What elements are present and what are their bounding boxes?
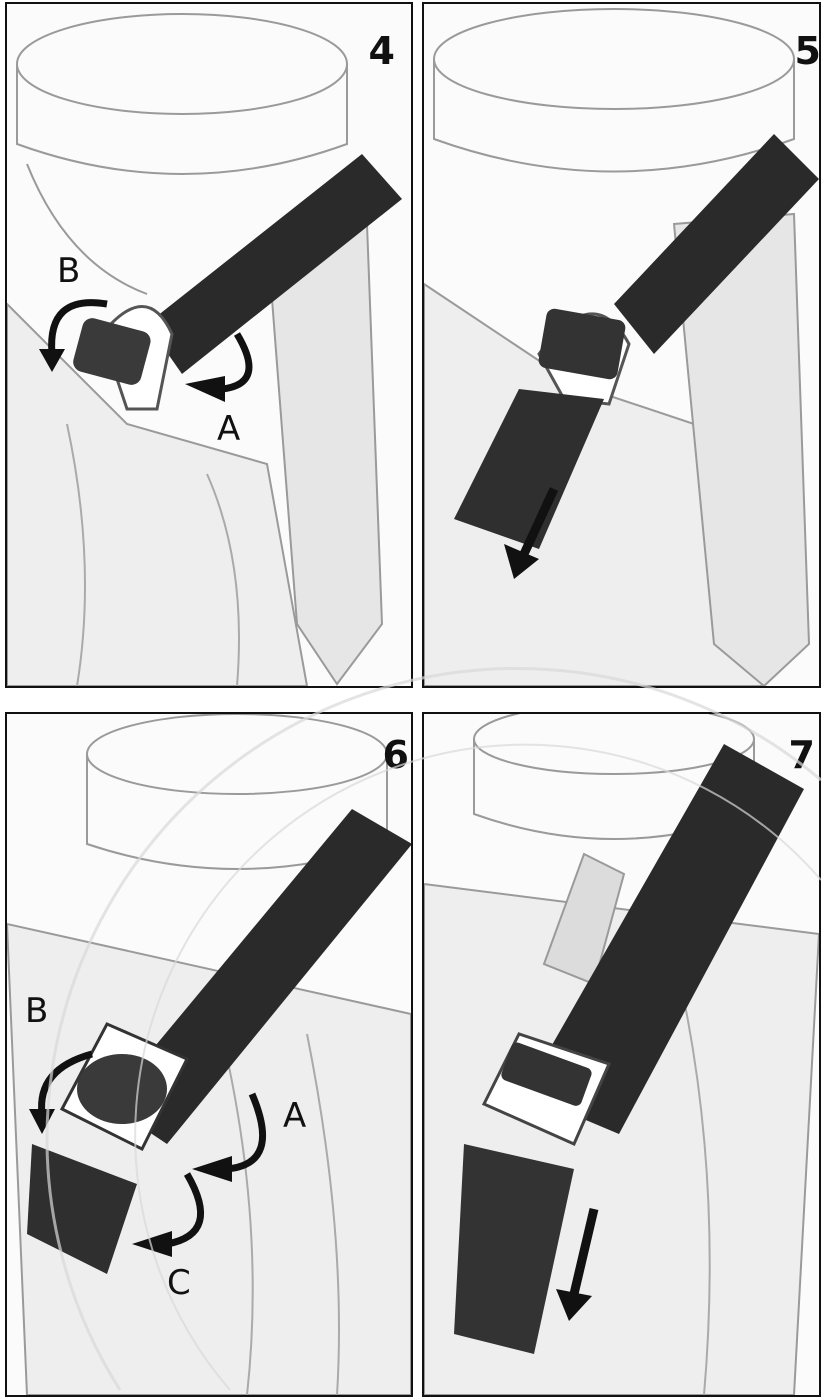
down-arrow-icon (424, 4, 819, 686)
curved-arrow-icon (7, 714, 411, 1395)
step-number: 4 (369, 32, 395, 70)
label-c: C (167, 1266, 191, 1300)
step-number: 5 (795, 32, 821, 70)
curved-arrow-icon (7, 4, 411, 686)
step-number: 7 (789, 736, 815, 774)
panel-step-5: 5 (422, 2, 821, 688)
down-arrow-icon (424, 714, 819, 1395)
label-b: B (57, 254, 80, 288)
step-number: 6 (383, 736, 409, 774)
panel-step-6: 6 B A C (5, 712, 413, 1397)
label-b: B (25, 994, 48, 1028)
label-a: A (283, 1099, 306, 1133)
label-a: A (217, 412, 240, 446)
panel-step-7: 7 (422, 712, 821, 1397)
panel-step-4: 4 B A (5, 2, 413, 688)
